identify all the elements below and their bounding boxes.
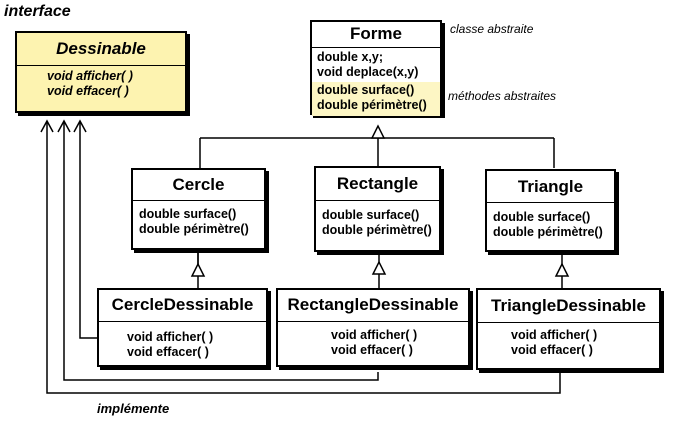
method-perimetre: double périmètre() [493, 225, 603, 239]
label-implements: implémente [97, 401, 170, 416]
method-effacer: void effacer( ) [127, 345, 209, 359]
method-effacer: void effacer( ) [331, 343, 413, 357]
class-dessinable-methods: void afficher( ) void effacer( ) [17, 66, 185, 102]
label-abstract-methods: méthodes abstraites [448, 89, 557, 103]
method-afficher: void afficher( ) [331, 328, 418, 342]
class-rectangle-methods: double surface() double périmètre() [316, 201, 439, 245]
class-triangle-dessinable: TriangleDessinable void afficher( ) void… [476, 288, 661, 370]
class-triangle: Triangle double surface() double périmèt… [485, 169, 616, 252]
method-perimetre: double périmètre() [317, 98, 427, 112]
class-triangle-name: Triangle [487, 171, 614, 203]
method-effacer: void effacer( ) [511, 343, 593, 357]
method-perimetre: double périmètre() [139, 222, 249, 236]
method-deplace: void deplace(x,y) [317, 65, 419, 79]
method-surface: double surface() [493, 210, 591, 224]
class-cercle-dessinable-name: CercleDessinable [99, 290, 266, 322]
class-cercle-name: Cercle [133, 170, 264, 201]
class-dessinable-name: Dessinable [17, 33, 185, 66]
method-afficher: void afficher( ) [47, 69, 133, 83]
inheritance-forme [199, 124, 555, 168]
class-rectangle-name: Rectangle [316, 168, 439, 201]
class-cercle: Cercle double surface() double périmètre… [131, 168, 266, 250]
method-surface: double surface() [322, 208, 420, 222]
method-afficher: void afficher( ) [511, 328, 598, 342]
class-rectangle: Rectangle double surface() double périmè… [314, 166, 441, 252]
class-dessinable: Dessinable void afficher( ) void effacer… [15, 31, 187, 113]
class-cercle-methods: double surface() double périmètre() [133, 201, 264, 243]
method-surface: double surface() [139, 207, 237, 221]
class-cercle-dessinable-methods: void afficher( ) void effacer( ) [99, 322, 266, 360]
class-triangle-methods: double surface() double périmètre() [487, 203, 614, 247]
class-triangle-dessinable-methods: void afficher( ) void effacer( ) [478, 323, 659, 358]
class-forme: Forme double x,y; void deplace(x,y) doub… [310, 20, 442, 116]
label-interface: interface [4, 3, 71, 20]
class-rectangle-dessinable-methods: void afficher( ) void effacer( ) [278, 322, 468, 358]
class-forme-fields: double x,y; void deplace(x,y) [312, 48, 440, 82]
method-surface: double surface() [317, 83, 415, 97]
field-xy: double x,y; [317, 50, 383, 64]
class-cercle-dessinable: CercleDessinable void afficher( ) void e… [97, 288, 268, 367]
method-afficher: void afficher( ) [127, 330, 214, 344]
class-triangle-dessinable-name: TriangleDessinable [478, 290, 659, 323]
class-rectangle-dessinable: RectangleDessinable void afficher( ) voi… [276, 288, 470, 367]
method-perimetre: double périmètre() [322, 223, 432, 237]
implements-arrows [40, 119, 561, 394]
class-forme-name: Forme [312, 22, 440, 48]
inheritance-subclasses [190, 250, 570, 288]
class-rectangle-dessinable-name: RectangleDessinable [278, 290, 468, 322]
class-forme-abstract-methods: double surface() double périmètre() [312, 82, 440, 116]
method-effacer: void effacer( ) [47, 84, 129, 98]
label-abstract-class: classe abstraite [450, 22, 534, 36]
